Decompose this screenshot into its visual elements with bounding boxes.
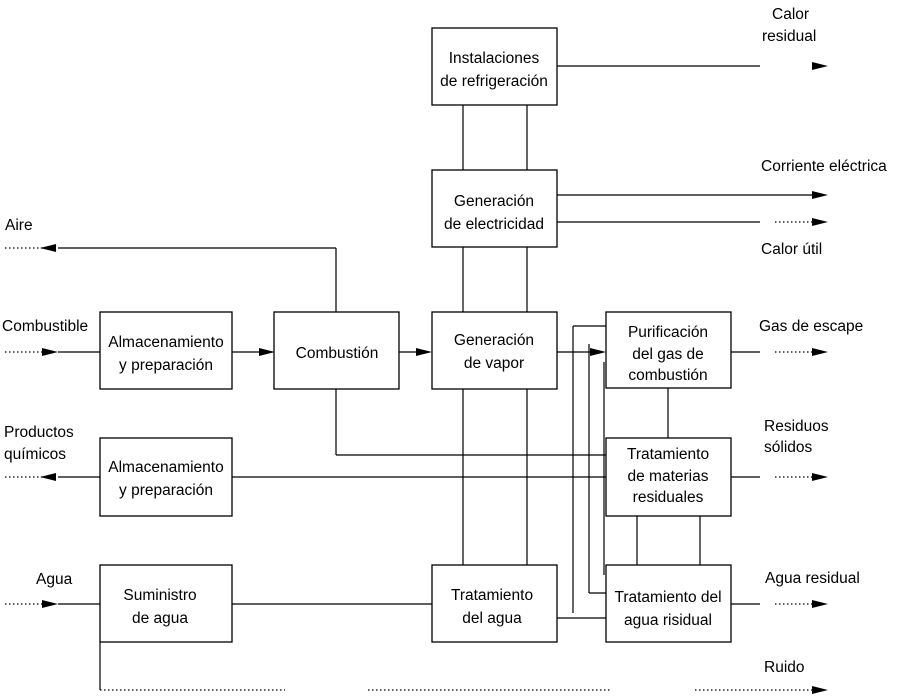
output-label-calor-residual: Calor — [772, 6, 809, 23]
box-label: y preparación — [119, 357, 213, 374]
input-label-aire: Aire — [5, 217, 33, 234]
box-label: Almacenamiento — [108, 459, 223, 476]
arrow-gas-escape — [812, 348, 828, 356]
arrow-calor-util — [812, 218, 828, 226]
box-tratamiento-agua-residual: Tratamiento del agua risidual — [605, 564, 732, 643]
box-label: de agua — [132, 610, 188, 627]
arrow-agua-residual — [812, 600, 828, 608]
box-label: de materias — [628, 468, 709, 485]
box-refrigeracion: Instalaciones de refrigeración — [431, 27, 558, 106]
box-suministro-agua: Suministro de agua — [99, 564, 233, 643]
arrow-right-agua — [42, 600, 58, 608]
input-label-quimicos: químicos — [4, 446, 66, 463]
box-label: Instalaciones — [449, 50, 540, 67]
connector-lines — [58, 65, 815, 690]
output-label-calor-residual: residual — [762, 28, 816, 45]
box-label: del gas de — [632, 346, 704, 363]
output-label-calor-util: Calor útil — [761, 241, 822, 258]
box-label: de refrigeración — [440, 73, 548, 90]
box-label: y preparación — [119, 482, 213, 499]
arrow-to-combustion — [259, 348, 275, 356]
box-tratamiento-agua: Tratamiento del agua — [431, 564, 558, 643]
arrow-calor-residual — [812, 62, 828, 70]
arrow-corriente — [812, 191, 828, 199]
arrow-ruido — [812, 686, 828, 694]
box-electricidad: Generación de electricidad — [431, 169, 558, 248]
input-label-agua: Agua — [36, 571, 73, 588]
input-label-combustible: Combustible — [2, 318, 88, 335]
box-label: Purificación — [628, 324, 708, 341]
output-label-ruido: Ruido — [764, 659, 805, 676]
output-label-agua-residual: Agua residual — [765, 570, 860, 587]
box-purificacion: Purificación del gas de combustión — [605, 311, 732, 389]
arrow-to-vapor — [416, 348, 432, 356]
box-label: Combustión — [296, 345, 379, 362]
input-label-quimicos: Productos — [4, 424, 74, 441]
box-label: Tratamiento del — [614, 589, 721, 606]
box-label: Tratamiento — [451, 587, 533, 604]
box-label: Suministro — [123, 587, 196, 604]
box-label: Tratamiento — [627, 446, 709, 463]
box-label: del agua — [462, 610, 522, 627]
output-label-gas-escape: Gas de escape — [759, 318, 863, 335]
output-label-residuos: sólidos — [764, 439, 812, 456]
arrow-right-combustible — [42, 348, 58, 356]
box-combustion: Combustión — [273, 311, 400, 390]
input-labels: Aire Combustible Productos químicos Agua — [2, 217, 88, 588]
box-label: Almacenamiento — [108, 334, 223, 351]
box-label: de vapor — [464, 355, 524, 372]
arrow-left-quimicos — [40, 473, 56, 481]
arrow-left-aire — [40, 244, 56, 252]
box-almacenamiento-quimicos: Almacenamiento y preparación — [99, 437, 233, 517]
box-vapor: Generación de vapor — [431, 311, 558, 390]
arrow-to-purificacion — [590, 348, 606, 356]
box-almacenamiento-combustible: Almacenamiento y preparación — [99, 311, 233, 390]
arrow-residuos — [812, 473, 828, 481]
box-label: combustión — [628, 367, 707, 384]
arrowheads — [40, 62, 828, 694]
box-label: residuales — [633, 489, 704, 506]
box-label: de electricidad — [444, 216, 544, 233]
output-labels: Calor residual Corriente eléctrica Calor… — [759, 6, 887, 676]
box-materias-residuales: Tratamiento de materias residuales — [605, 437, 732, 517]
box-label: Generación — [454, 193, 534, 210]
box-label: agua risidual — [624, 612, 712, 629]
box-label: Generación — [454, 332, 534, 349]
output-label-corriente: Corriente eléctrica — [761, 158, 887, 175]
output-label-residuos: Residuos — [764, 418, 829, 435]
